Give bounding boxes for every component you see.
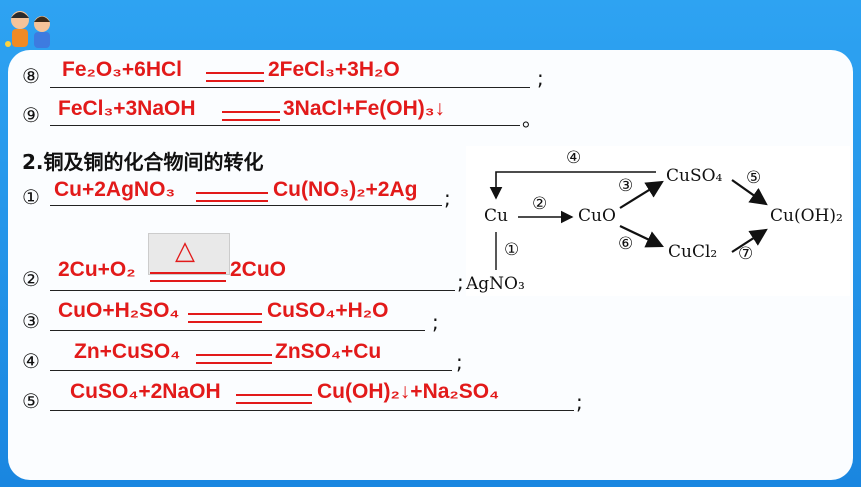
item-number: ⑤ (22, 389, 40, 413)
item-number: ④ (22, 349, 40, 373)
answer-underline (50, 290, 455, 291)
punctuation: ; (432, 310, 439, 334)
equals-sign (206, 72, 264, 82)
punctuation: ; (537, 66, 544, 90)
reaction-right: ZnSO₄+Cu (275, 340, 382, 363)
item-number: ⑨ (22, 103, 40, 127)
punctuation: 。 (522, 107, 542, 131)
reaction-right: CuSO₄+H₂O (267, 299, 389, 322)
answer-underline (50, 410, 574, 411)
node-cuso4: CuSO₄ (666, 166, 723, 186)
item-number: ② (22, 267, 40, 291)
node-cucl2: CuCl₂ (668, 242, 718, 262)
copper-conversion-diagram: Cu CuO CuSO₄ CuCl₂ Cu(OH)₂ AgNO₃ ④ ② ③ ⑥… (466, 146, 850, 296)
reaction-left: FeCl₃+3NaOH (58, 97, 196, 120)
punctuation: ; (457, 270, 464, 294)
reaction-left: Fe₂O₃+6HCl (62, 58, 182, 81)
punctuation: ; (576, 390, 583, 414)
equals-sign (222, 111, 280, 121)
reaction-left: 2Cu+O₂ (58, 258, 136, 281)
reaction-right: 2FeCl₃+3H₂O (268, 58, 400, 81)
label-5: ⑤ (746, 168, 762, 188)
equals-sign (236, 394, 312, 404)
label-7: ⑦ (738, 244, 754, 264)
equals-sign (150, 272, 226, 282)
label-6: ⑥ (618, 234, 634, 254)
punctuation: ; (444, 186, 451, 210)
item-number: ⑧ (22, 64, 40, 88)
punctuation: ; (456, 350, 463, 374)
label-2: ② (532, 194, 548, 214)
reaction-right: Cu(OH)₂↓+Na₂SO₄ (317, 380, 500, 403)
reaction-condition-box: △ (148, 233, 230, 275)
reaction-left: Cu+2AgNO₃ (54, 178, 176, 201)
equals-sign (196, 192, 268, 202)
answer-underline (50, 370, 452, 371)
diagram-arrows (489, 171, 768, 270)
node-cu: Cu (484, 206, 508, 226)
answer-underline (50, 87, 530, 88)
label-1: ① (504, 240, 520, 260)
label-4: ④ (566, 148, 582, 168)
reaction-left: Zn+CuSO₄ (74, 340, 181, 363)
node-cuoh2: Cu(OH)₂ (770, 206, 843, 226)
label-3: ③ (618, 176, 634, 196)
equals-sign (188, 313, 262, 323)
answer-underline (50, 330, 425, 331)
equals-sign (196, 354, 272, 364)
reaction-left: CuSO₄+2NaOH (70, 380, 221, 403)
answer-underline (50, 125, 520, 126)
answer-underline (50, 205, 442, 206)
item-number: ③ (22, 309, 40, 333)
reaction-left: CuO+H₂SO₄ (58, 299, 180, 322)
node-cuo: CuO (578, 206, 616, 226)
section-title: 2.铜及铜的化合物间的转化 (22, 150, 264, 174)
heat-condition: △ (175, 236, 195, 266)
cartoon-characters-icon (5, 11, 50, 48)
reaction-right: 3NaCl+Fe(OH)₃↓ (283, 97, 445, 120)
node-agno3: AgNO₃ (466, 274, 525, 294)
reaction-right: Cu(NO₃)₂+2Ag (273, 178, 418, 201)
item-number: ① (22, 185, 40, 209)
reaction-right: 2CuO (230, 258, 287, 281)
